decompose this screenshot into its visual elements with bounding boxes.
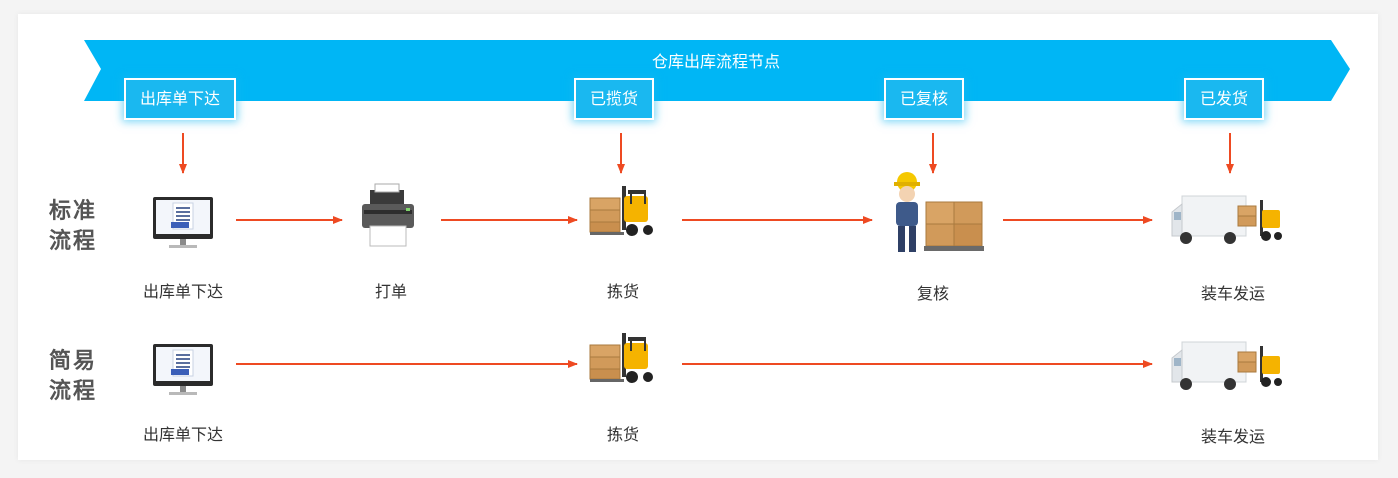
row-title-simple: 简易 流程 bbox=[49, 347, 101, 407]
step-label-pick: 拣货 bbox=[606, 282, 639, 301]
row-title-line: 流程 bbox=[49, 379, 98, 404]
forklift-icon bbox=[589, 185, 654, 237]
node-picked: 已揽货 bbox=[574, 78, 655, 120]
truck-icon bbox=[1171, 341, 1283, 391]
node-reviewed: 已复核 bbox=[884, 78, 965, 120]
step-label-order: 出库单下达 bbox=[142, 425, 223, 444]
boxes-icon bbox=[924, 201, 984, 251]
row-title-line: 简易 bbox=[49, 349, 98, 374]
monitor-icon bbox=[152, 196, 214, 249]
step-label-ship: 装车发运 bbox=[1200, 427, 1265, 446]
worker-icon bbox=[894, 172, 920, 252]
truck-icon bbox=[1171, 195, 1283, 245]
monitor-icon bbox=[152, 343, 214, 396]
step-label-pick: 拣货 bbox=[606, 425, 639, 444]
banner-title: 仓库出库流程节点 bbox=[651, 52, 780, 71]
step-label-ship: 装车发运 bbox=[1200, 284, 1265, 303]
printer-icon bbox=[362, 183, 414, 247]
step-label-review: 复核 bbox=[916, 284, 949, 303]
row-title-standard: 标准 流程 bbox=[49, 197, 101, 257]
node-order-issued: 出库单下达 bbox=[124, 78, 237, 120]
node-shipped: 已发货 bbox=[1184, 78, 1265, 120]
row-title-line: 标准 bbox=[49, 199, 98, 224]
forklift-icon bbox=[589, 332, 654, 384]
step-label-order: 出库单下达 bbox=[142, 282, 223, 301]
step-label-print: 打单 bbox=[374, 282, 407, 301]
row-title-line: 流程 bbox=[49, 229, 98, 254]
